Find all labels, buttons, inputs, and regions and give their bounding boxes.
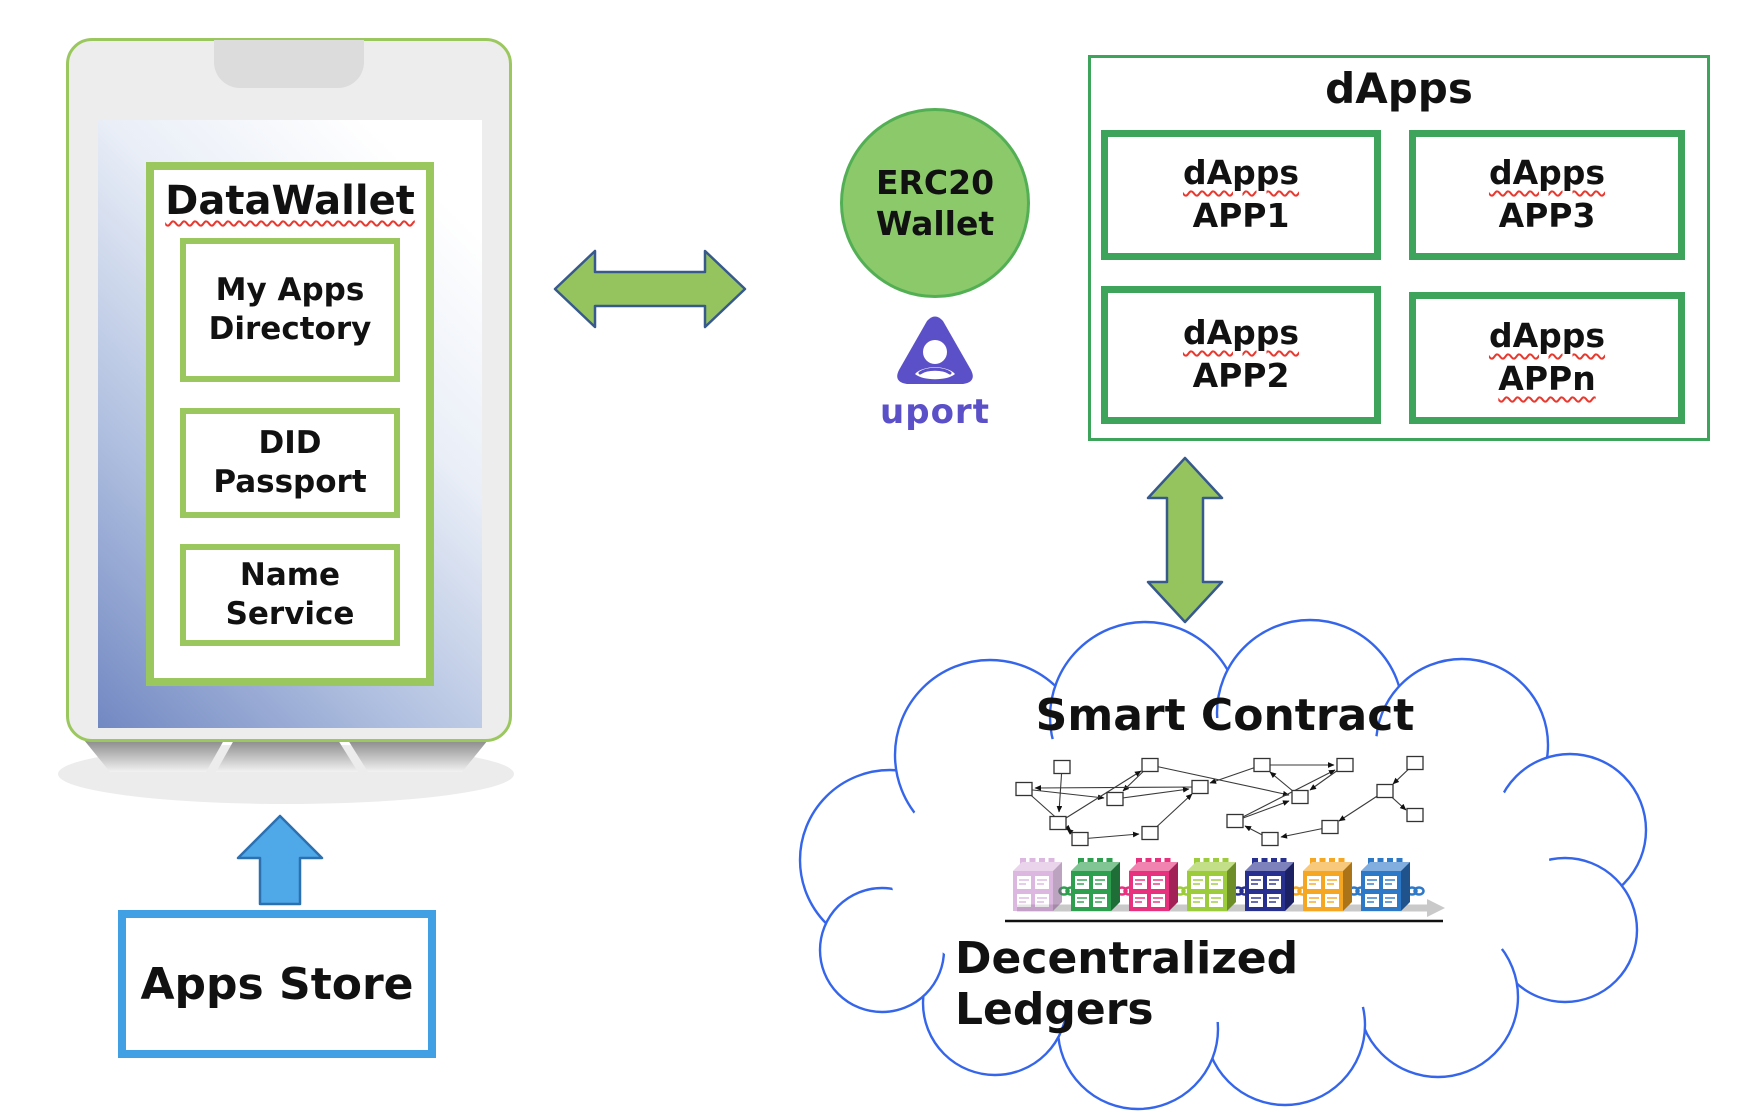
vertical-double-arrow xyxy=(1146,456,1224,624)
tablet-stand xyxy=(58,740,514,804)
erc20-wallet-circle: ERC20 Wallet xyxy=(840,108,1030,298)
dapps-app2-line2: APP2 xyxy=(1192,356,1290,395)
dapps-app3-line1: dApps xyxy=(1488,153,1606,193)
apps-store-label: Apps Store xyxy=(140,958,414,1010)
datawallet-panel: DataWallet My Apps Directory DID Passpor… xyxy=(146,162,434,686)
dapps-appn-line1: dApps xyxy=(1488,316,1606,356)
up-arrow xyxy=(236,814,324,906)
dapps-app2-line1: dApps xyxy=(1182,313,1300,353)
dapps-app1-line1: dApps xyxy=(1182,153,1300,193)
dapps-app1-box: dApps APP1 xyxy=(1101,130,1381,260)
cloud-content: Smart Contract xyxy=(955,690,1495,1035)
dapps-title: dApps xyxy=(1325,64,1473,113)
blockchain-strip-graphic xyxy=(1005,858,1445,923)
apps-store-box: Apps Store xyxy=(118,910,436,1058)
uport-wordmark: uport xyxy=(880,392,990,432)
name-service-box: Name Service xyxy=(180,544,400,646)
erc20-wallet-label: ERC20 Wallet xyxy=(875,162,995,243)
tablet-camera-notch xyxy=(214,40,364,88)
datawallet-items: My Apps Directory DID Passport Name Serv… xyxy=(154,224,426,646)
dapps-app1-line2: APP1 xyxy=(1192,196,1290,235)
dapps-app3-box: dApps APP3 xyxy=(1409,130,1685,260)
decentralized-ledgers-label: Decentralized Ledgers xyxy=(955,933,1299,1035)
my-apps-directory-box: My Apps Directory xyxy=(180,238,400,382)
smart-contract-label: Smart Contract xyxy=(1035,690,1415,741)
dapps-appn-line2: APPn xyxy=(1498,359,1596,398)
dapps-app2-box: dApps APP2 xyxy=(1101,286,1381,424)
dapps-container: dApps dApps APP1 dApps APP3 dApps APP2 d… xyxy=(1088,55,1710,441)
datawallet-title: DataWallet xyxy=(165,178,415,224)
dapps-appn-box: dApps APPn xyxy=(1409,292,1685,424)
dag-network-graphic xyxy=(1015,755,1424,847)
horizontal-double-arrow xyxy=(553,249,747,329)
did-passport-box: DID Passport xyxy=(180,408,400,518)
uport-logo-icon xyxy=(897,316,973,384)
dapps-app3-line2: APP3 xyxy=(1498,196,1596,235)
